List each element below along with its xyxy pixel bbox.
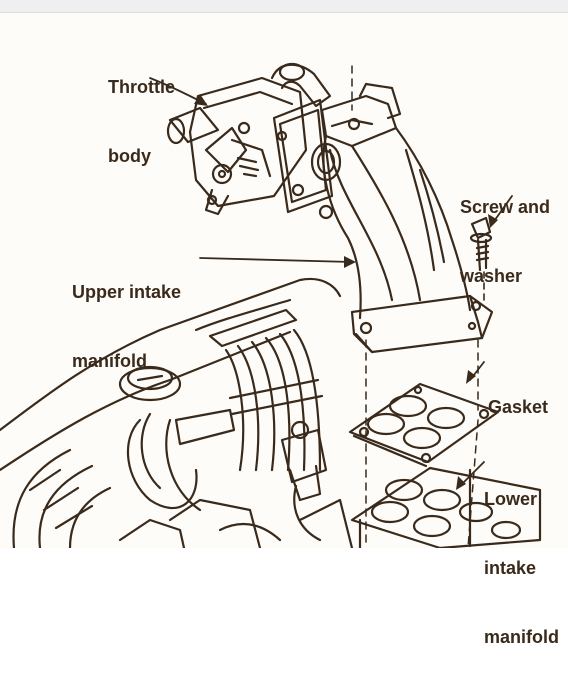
screw-and-washer-drawing [469, 216, 493, 301]
engine-exploded-view [0, 62, 542, 562]
diagram-frame: Throttle body Screw and washer Upper int… [0, 0, 568, 647]
gasket-drawing [348, 382, 500, 468]
top-border [0, 0, 568, 13]
upper-intake-manifold-drawing [310, 82, 494, 354]
leader-arrowheads [194, 94, 498, 490]
upper-intake-manifold-label-line2: manifold [72, 351, 147, 371]
lower-intake-manifold-drawing [350, 466, 542, 562]
lower-intake-manifold-label: Lower intake manifold [484, 442, 559, 695]
upper-intake-manifold-label-line1: Upper intake [72, 282, 182, 302]
gasket-label: Gasket [488, 350, 548, 465]
lower-intake-manifold-label-line2: intake [484, 558, 537, 578]
throttle-body-label: Throttle body [108, 30, 175, 214]
engine-drawing [0, 277, 354, 550]
screw-and-washer-label: Screw and washer [460, 150, 550, 334]
gasket-label-line1: Gasket [488, 397, 549, 417]
screw-and-washer-label-line2: washer [460, 266, 523, 286]
lower-intake-manifold-label-line3: manifold [484, 627, 559, 647]
lower-intake-manifold-label-line1: Lower [484, 489, 538, 509]
upper-intake-manifold-label: Upper intake manifold [72, 235, 181, 419]
throttle-body-drawing [166, 62, 334, 216]
screw-and-washer-label-line1: Screw and [460, 197, 551, 217]
throttle-body-label-line1: Throttle [108, 77, 175, 97]
bottom-margin [0, 548, 568, 585]
throttle-body-label-line2: body [108, 146, 151, 166]
alignment-lines [351, 65, 479, 549]
